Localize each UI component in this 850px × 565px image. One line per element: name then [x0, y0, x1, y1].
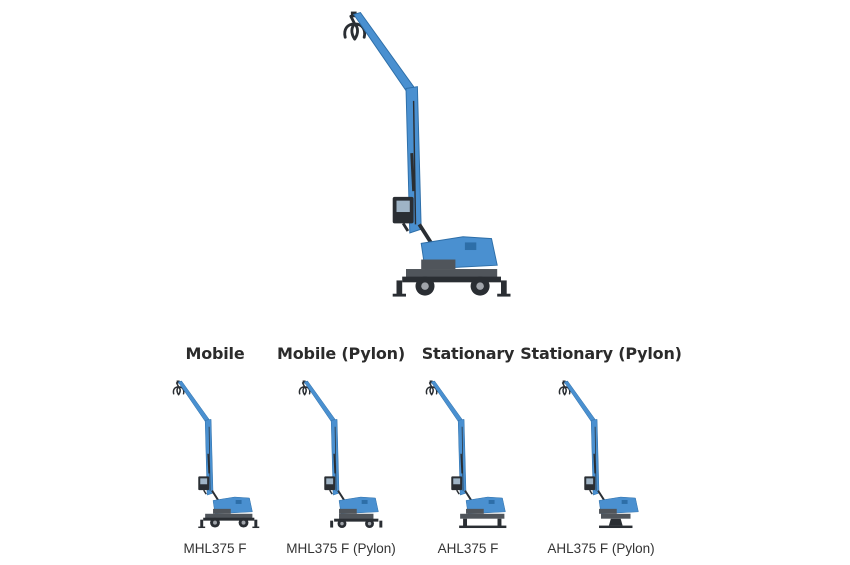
- variant-model: MHL375 F: [183, 541, 247, 556]
- variant-mobile[interactable]: Mobile MHL375 F: [130, 340, 300, 560]
- variant-title: Mobile (Pylon): [277, 344, 405, 363]
- variant-title: Mobile: [185, 344, 245, 363]
- mobile-pylon-handler-icon: [298, 380, 383, 529]
- stationary-pylon-handler-icon: [558, 380, 640, 529]
- hero-material-handler: [330, 8, 520, 303]
- material-handler-icon: [342, 9, 511, 297]
- mobile-handler-icon: [172, 380, 260, 529]
- variant-title: Stationary (Pylon): [520, 344, 682, 363]
- variant-model: AHL375 F: [437, 541, 499, 556]
- variant-stationary[interactable]: Stationary AHL375 F: [383, 340, 553, 560]
- stationary-handler-icon: [425, 380, 507, 529]
- variant-stationary-pylon[interactable]: Stationary (Pylon) AHL375 F (Pylon): [516, 340, 686, 560]
- variant-title: Stationary: [421, 344, 515, 363]
- variant-model: AHL375 F (Pylon): [547, 541, 655, 556]
- variant-mobile-pylon[interactable]: Mobile (Pylon) MHL375 F (Pylon): [256, 340, 426, 560]
- variant-model: MHL375 F (Pylon): [286, 541, 396, 556]
